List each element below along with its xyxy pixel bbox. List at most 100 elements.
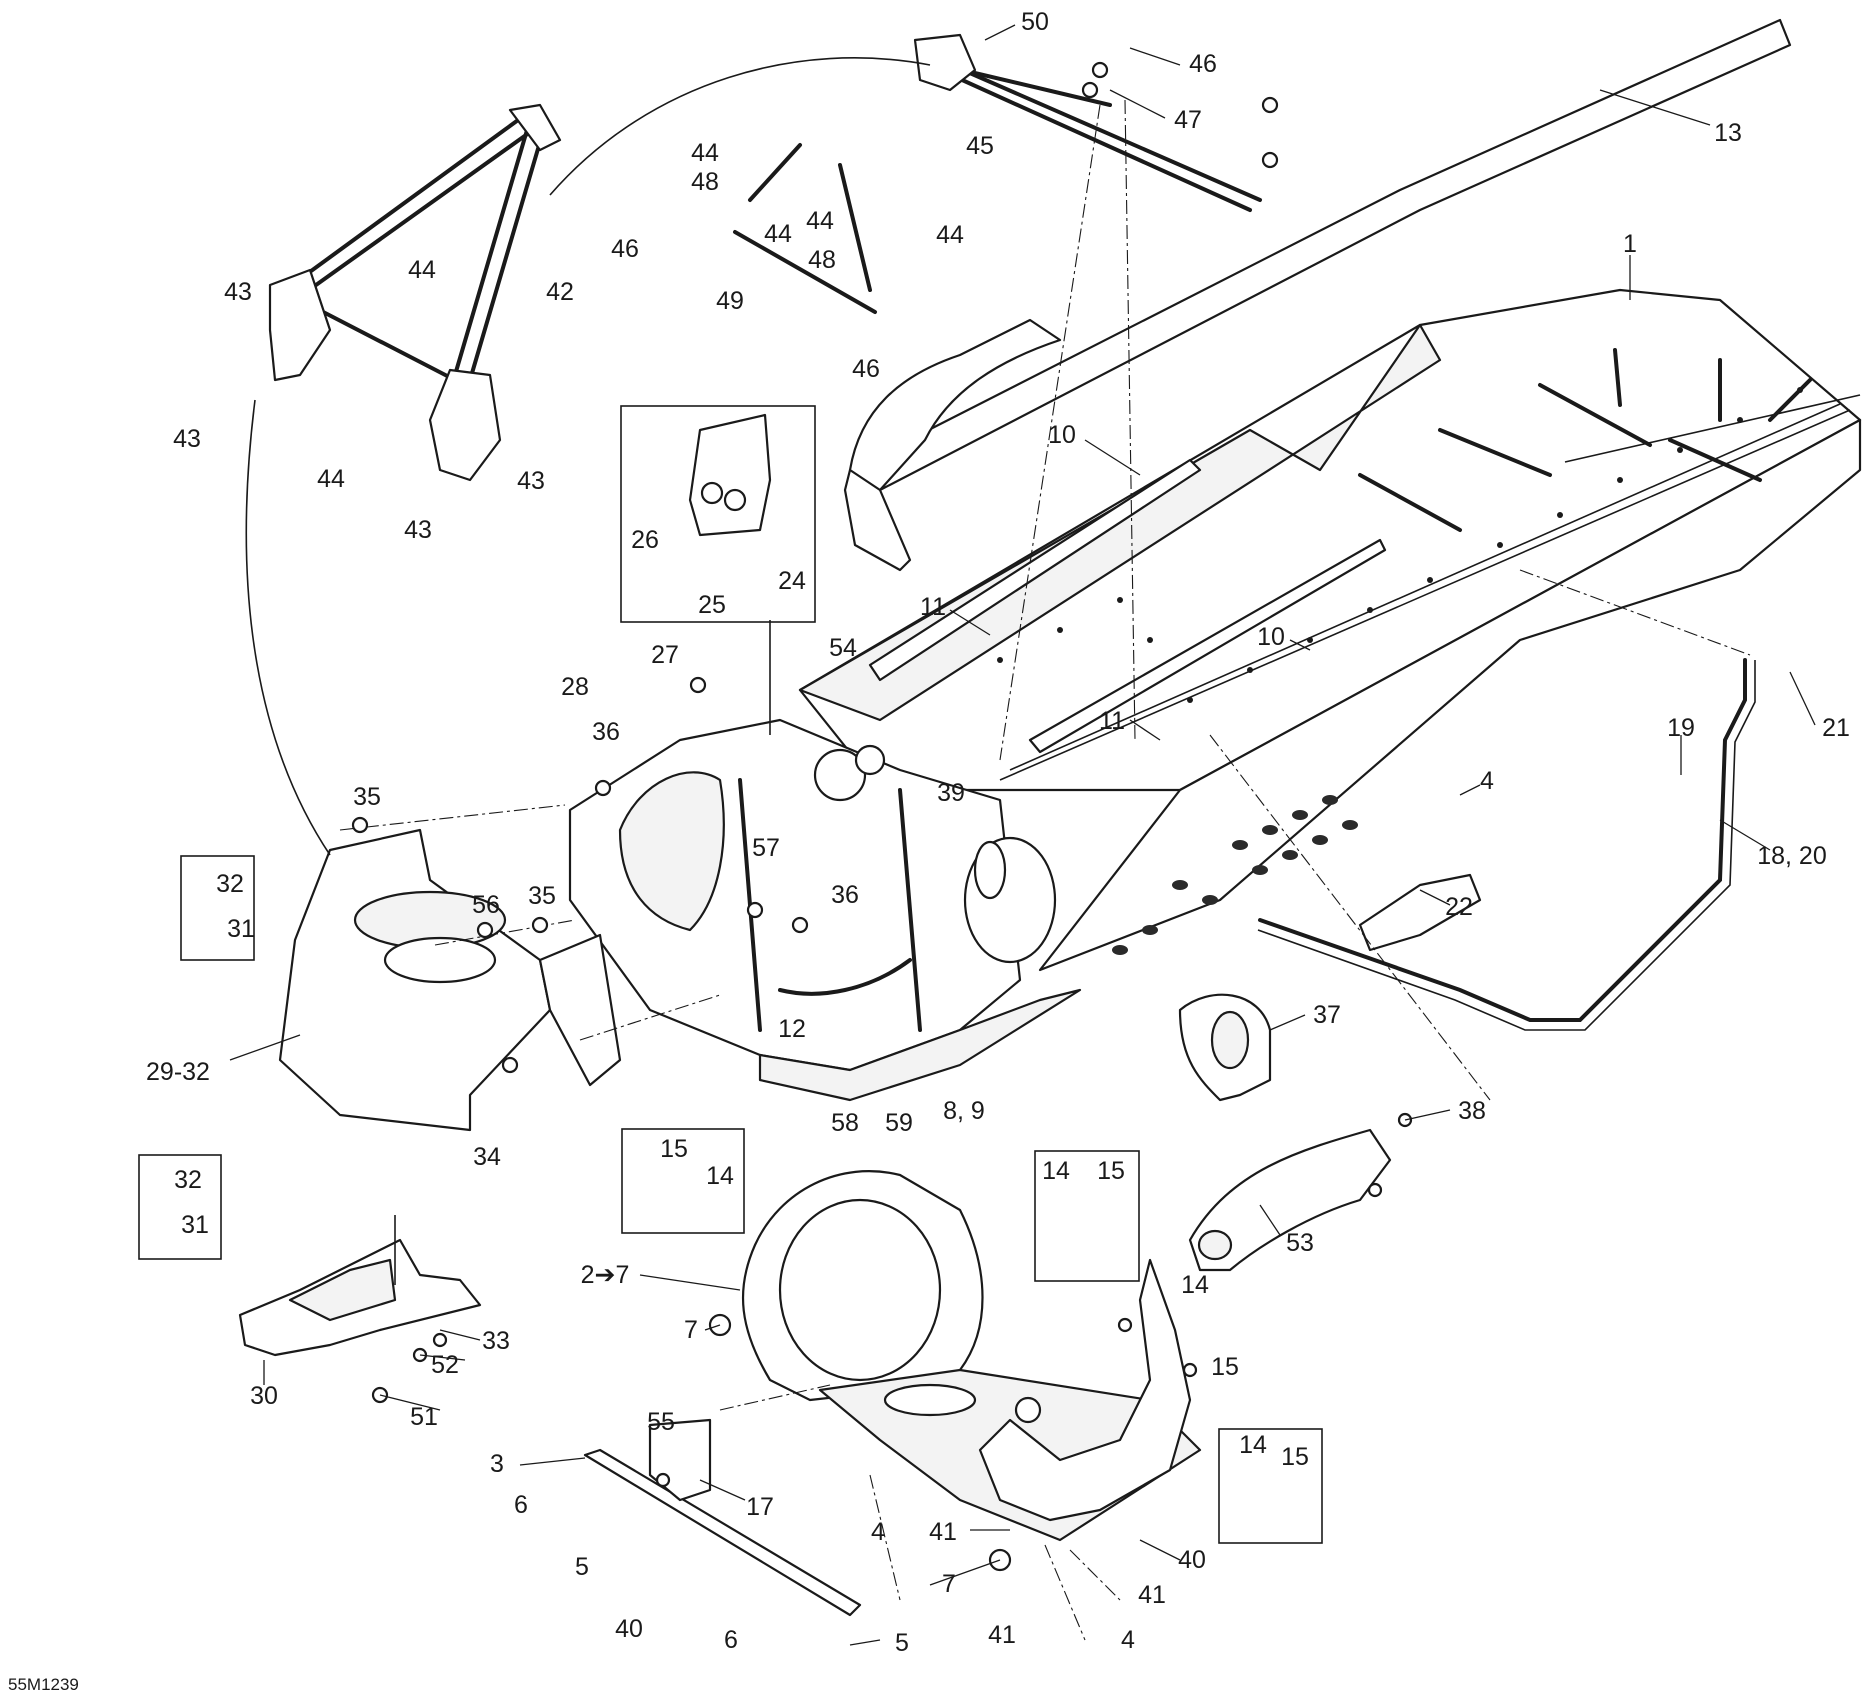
figure-code: 55M1239 xyxy=(8,1675,79,1694)
callout-41: 41 xyxy=(988,1621,1016,1649)
callout-5: 5 xyxy=(895,1629,909,1657)
callout-36: 36 xyxy=(592,718,620,746)
steering-links xyxy=(733,33,1262,314)
callout-4: 4 xyxy=(1121,1626,1135,1654)
callout-50: 50 xyxy=(1021,8,1049,36)
callout-31: 31 xyxy=(181,1211,209,1239)
tube-18-20 xyxy=(1257,658,1756,1031)
callout-22: 22 xyxy=(1445,893,1473,921)
callout-54: 54 xyxy=(829,634,857,662)
callout-40: 40 xyxy=(1178,1546,1206,1574)
callout-41: 41 xyxy=(929,1518,957,1546)
inset-box-14-15-lower xyxy=(1218,1428,1323,1544)
callout-32: 32 xyxy=(174,1166,202,1194)
callout-21: 21 xyxy=(1822,714,1850,742)
callout-34: 34 xyxy=(473,1143,501,1171)
callout-38: 38 xyxy=(1458,1097,1486,1125)
callout-51: 51 xyxy=(410,1403,438,1431)
callout-12: 12 xyxy=(778,1015,806,1043)
callout-10: 10 xyxy=(1048,421,1076,449)
engine-cradle-2-7 xyxy=(741,1170,1202,1542)
front-bumper-29-32 xyxy=(278,828,622,1132)
callout-53: 53 xyxy=(1286,1229,1314,1257)
callout-10: 10 xyxy=(1257,623,1285,651)
callout-11: 11 xyxy=(920,593,946,621)
plate-3 xyxy=(583,1448,862,1617)
callout-2-7: 2➔7 xyxy=(581,1261,630,1289)
callout-31: 31 xyxy=(227,915,255,943)
callout-47: 47 xyxy=(1174,106,1202,134)
inset-box-24-26 xyxy=(620,405,816,623)
callout-13: 13 xyxy=(1714,119,1742,147)
callout-39: 39 xyxy=(937,779,965,807)
callout-4: 4 xyxy=(871,1518,885,1546)
callout-46: 46 xyxy=(1189,50,1217,78)
assembly-arrow xyxy=(245,399,331,856)
callout-15: 15 xyxy=(660,1135,688,1163)
callout-11: 11 xyxy=(1099,707,1125,735)
callout-59: 59 xyxy=(885,1109,913,1137)
callout-14: 14 xyxy=(1239,1431,1267,1459)
callout-27: 27 xyxy=(651,641,679,669)
callout-42: 42 xyxy=(546,278,574,306)
callout-24: 24 xyxy=(778,567,806,595)
callout-44: 44 xyxy=(408,256,436,284)
callout-7: 7 xyxy=(942,1570,956,1598)
callout-35: 35 xyxy=(528,882,556,910)
callout-46: 46 xyxy=(852,355,880,383)
callout-8-9: 8, 9 xyxy=(943,1097,985,1125)
callout-56: 56 xyxy=(472,891,500,919)
callout-43: 43 xyxy=(517,467,545,495)
callout-32: 32 xyxy=(216,870,244,898)
steering-support-30 xyxy=(238,1238,482,1357)
callout-48: 48 xyxy=(808,246,836,274)
callout-7: 7 xyxy=(684,1316,698,1344)
callout-33: 33 xyxy=(482,1327,510,1355)
callout-44: 44 xyxy=(764,220,792,248)
front-chassis xyxy=(568,718,1082,1102)
callout-19: 19 xyxy=(1667,714,1695,742)
inset-box-31-32-top xyxy=(180,855,255,961)
callout-14: 14 xyxy=(706,1162,734,1190)
callout-44: 44 xyxy=(806,207,834,235)
tunnel-assembly xyxy=(798,288,1862,972)
callout-6: 6 xyxy=(514,1491,528,1519)
callout-25: 25 xyxy=(698,591,726,619)
callout-26: 26 xyxy=(631,526,659,554)
callout-14: 14 xyxy=(1181,1271,1209,1299)
callout-5: 5 xyxy=(575,1553,589,1581)
callout-46: 46 xyxy=(611,235,639,263)
inset-box-14-15-left xyxy=(621,1128,745,1234)
callout-18-20: 18, 20 xyxy=(1757,842,1827,870)
callout-4: 4 xyxy=(1480,767,1494,795)
callout-29-32: 29-32 xyxy=(146,1058,210,1086)
bracket-53 xyxy=(1188,1128,1392,1272)
callout-58: 58 xyxy=(831,1109,859,1137)
callout-43: 43 xyxy=(224,278,252,306)
callout-48: 48 xyxy=(691,168,719,196)
callout-44: 44 xyxy=(691,139,719,167)
callout-44: 44 xyxy=(936,221,964,249)
callout-43: 43 xyxy=(173,425,201,453)
callout-14: 14 xyxy=(1042,1157,1070,1185)
callout-45: 45 xyxy=(966,132,994,160)
callout-6: 6 xyxy=(724,1626,738,1654)
callout-15: 15 xyxy=(1097,1157,1125,1185)
callout-17: 17 xyxy=(746,1493,774,1521)
footrest-22 xyxy=(1358,873,1482,952)
callout-49: 49 xyxy=(716,287,744,315)
callout-37: 37 xyxy=(1313,1001,1341,1029)
bracket-37 xyxy=(1178,993,1272,1102)
callout-57: 57 xyxy=(752,834,780,862)
inset-box-31-32-bottom xyxy=(138,1154,222,1260)
callout-36: 36 xyxy=(831,881,859,909)
callout-35: 35 xyxy=(353,783,381,811)
rear-flap-13 xyxy=(843,18,1792,572)
callout-40: 40 xyxy=(615,1615,643,1643)
callout-55: 55 xyxy=(647,1408,675,1436)
callout-52: 52 xyxy=(431,1351,459,1379)
callout-1: 1 xyxy=(1623,230,1637,258)
